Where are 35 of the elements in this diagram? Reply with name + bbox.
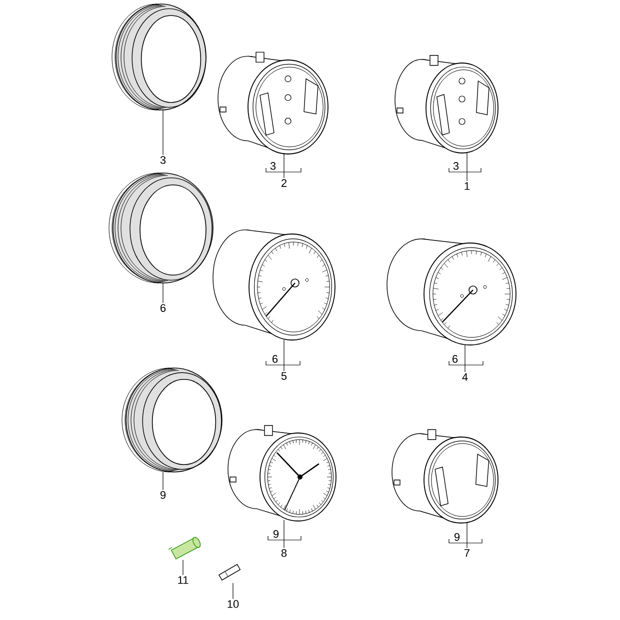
gauge-drawing	[386, 238, 516, 346]
callout-number: 8	[281, 549, 287, 557]
callout-number: 9	[160, 491, 166, 499]
callout-number: 6	[452, 355, 458, 363]
callout-number: 9	[454, 533, 460, 541]
callout-number: 2	[282, 179, 286, 187]
clock-drawing	[228, 425, 336, 522]
leader-line	[162, 110, 164, 156]
callout-number: 3	[160, 156, 166, 164]
gauge-drawing	[394, 55, 498, 154]
gauge-drawing	[218, 52, 328, 154]
callout-number: 6	[160, 304, 166, 312]
leader-line	[162, 282, 164, 304]
callout-number: 10	[228, 600, 239, 608]
leader-line	[464, 344, 466, 372]
callout-number: 3	[453, 162, 459, 170]
bezel-ring-drawing	[122, 368, 222, 472]
callout-number: 1	[464, 182, 470, 190]
gauge-drawing	[212, 229, 336, 340]
leader-line	[466, 522, 468, 548]
leader-line	[232, 582, 234, 600]
callout-number: 9	[273, 530, 279, 538]
callout-number: 4	[462, 373, 468, 381]
bezel-ring-drawing	[108, 172, 214, 284]
callout-number: 3	[270, 162, 276, 170]
callout-number: 7	[464, 549, 470, 557]
bezel-ring-drawing	[112, 4, 206, 110]
gauge-drawing	[392, 429, 498, 524]
leader-line	[162, 472, 164, 490]
callout-number: 5	[281, 372, 287, 380]
leader-line	[182, 560, 184, 576]
callout-number: 11	[178, 576, 188, 584]
callout-number: 6	[272, 355, 278, 363]
bulb-socket-drawing	[168, 536, 201, 560]
leader-line	[466, 152, 468, 182]
